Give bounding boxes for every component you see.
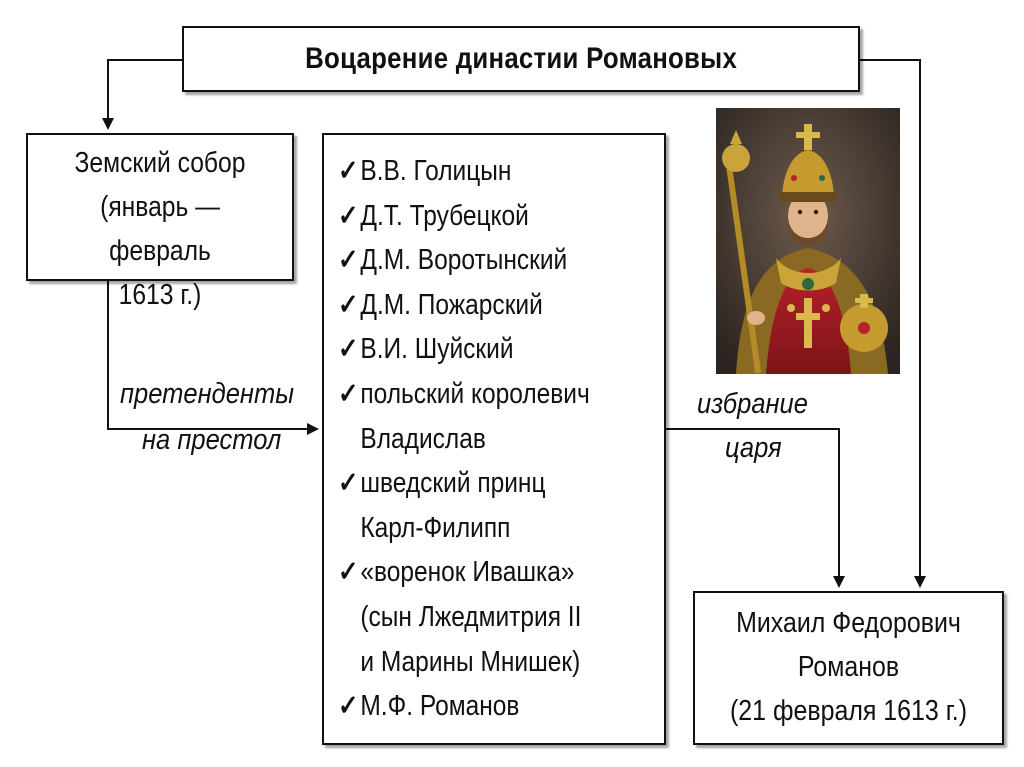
candidates-list: ✓В.В. Голицын ✓Д.Т. Трубецкой ✓Д.М. Воро… [322, 133, 666, 745]
list-item-continuation: Карл-Филипп [360, 511, 511, 544]
diagram-title: Воцарение династии Романовых [305, 42, 737, 75]
edge-label-election-line-2: царя [725, 432, 782, 464]
list-item: ✓М.Ф. Романов [338, 684, 618, 729]
result-box: Михаил Федорович Романов (21 февраля 161… [693, 591, 1004, 745]
check-icon: ✓ [338, 199, 359, 232]
arrow-list-to-result [666, 428, 845, 588]
list-item-continuation: (сын Лжедмитрия II [360, 600, 582, 633]
check-icon: ✓ [338, 288, 359, 321]
sobor-line-2: (январь — февраль [100, 191, 220, 267]
list-item: ✓Д.М. Воротынский [338, 238, 618, 283]
zemsky-sobor-box: Земский собор (январь — февраль 1613 г.) [26, 133, 294, 311]
result-line-1: Михаил Федорович [736, 607, 961, 639]
list-item: ✓В.И. Шуйский [338, 327, 618, 372]
list-item: ✓польский королевич [338, 372, 618, 417]
tsar-portrait [716, 108, 900, 374]
sobor-line-1: Земский собор [74, 147, 246, 179]
list-item-continuation: и Марины Мнишек) [360, 645, 581, 678]
list-item-continuation: Владислав [360, 422, 486, 455]
edge-label-candidates-line-1: претенденты [120, 378, 295, 410]
title-box: Воцарение династии Романовых [182, 26, 860, 92]
check-icon: ✓ [338, 556, 359, 589]
list-item: ✓шведский принц [338, 461, 618, 506]
sobor-line-3: 1613 г.) [118, 279, 202, 311]
check-icon: ✓ [338, 333, 359, 366]
check-icon: ✓ [338, 690, 359, 723]
result-line-2: Романов [797, 651, 900, 683]
edge-label-candidates-line-2: на престол [142, 424, 282, 456]
result-line-3: (21 февраля 1613 г.) [729, 695, 968, 727]
check-icon: ✓ [338, 244, 359, 277]
list-item: ✓В.В. Голицын [338, 149, 618, 194]
list-item: ✓Д.М. Пожарский [338, 283, 618, 328]
arrow-title-to-result [860, 59, 926, 588]
arrow-title-to-sobor [102, 59, 182, 130]
check-icon: ✓ [338, 155, 359, 187]
check-icon: ✓ [338, 377, 359, 410]
edge-label-election-line-1: избрание [697, 388, 808, 420]
list-item: ✓«воренок Ивашка» [338, 550, 618, 595]
arrow-sobor-to-list [107, 281, 319, 435]
check-icon: ✓ [338, 467, 359, 500]
list-item: ✓Д.Т. Трубецкой [338, 194, 618, 239]
